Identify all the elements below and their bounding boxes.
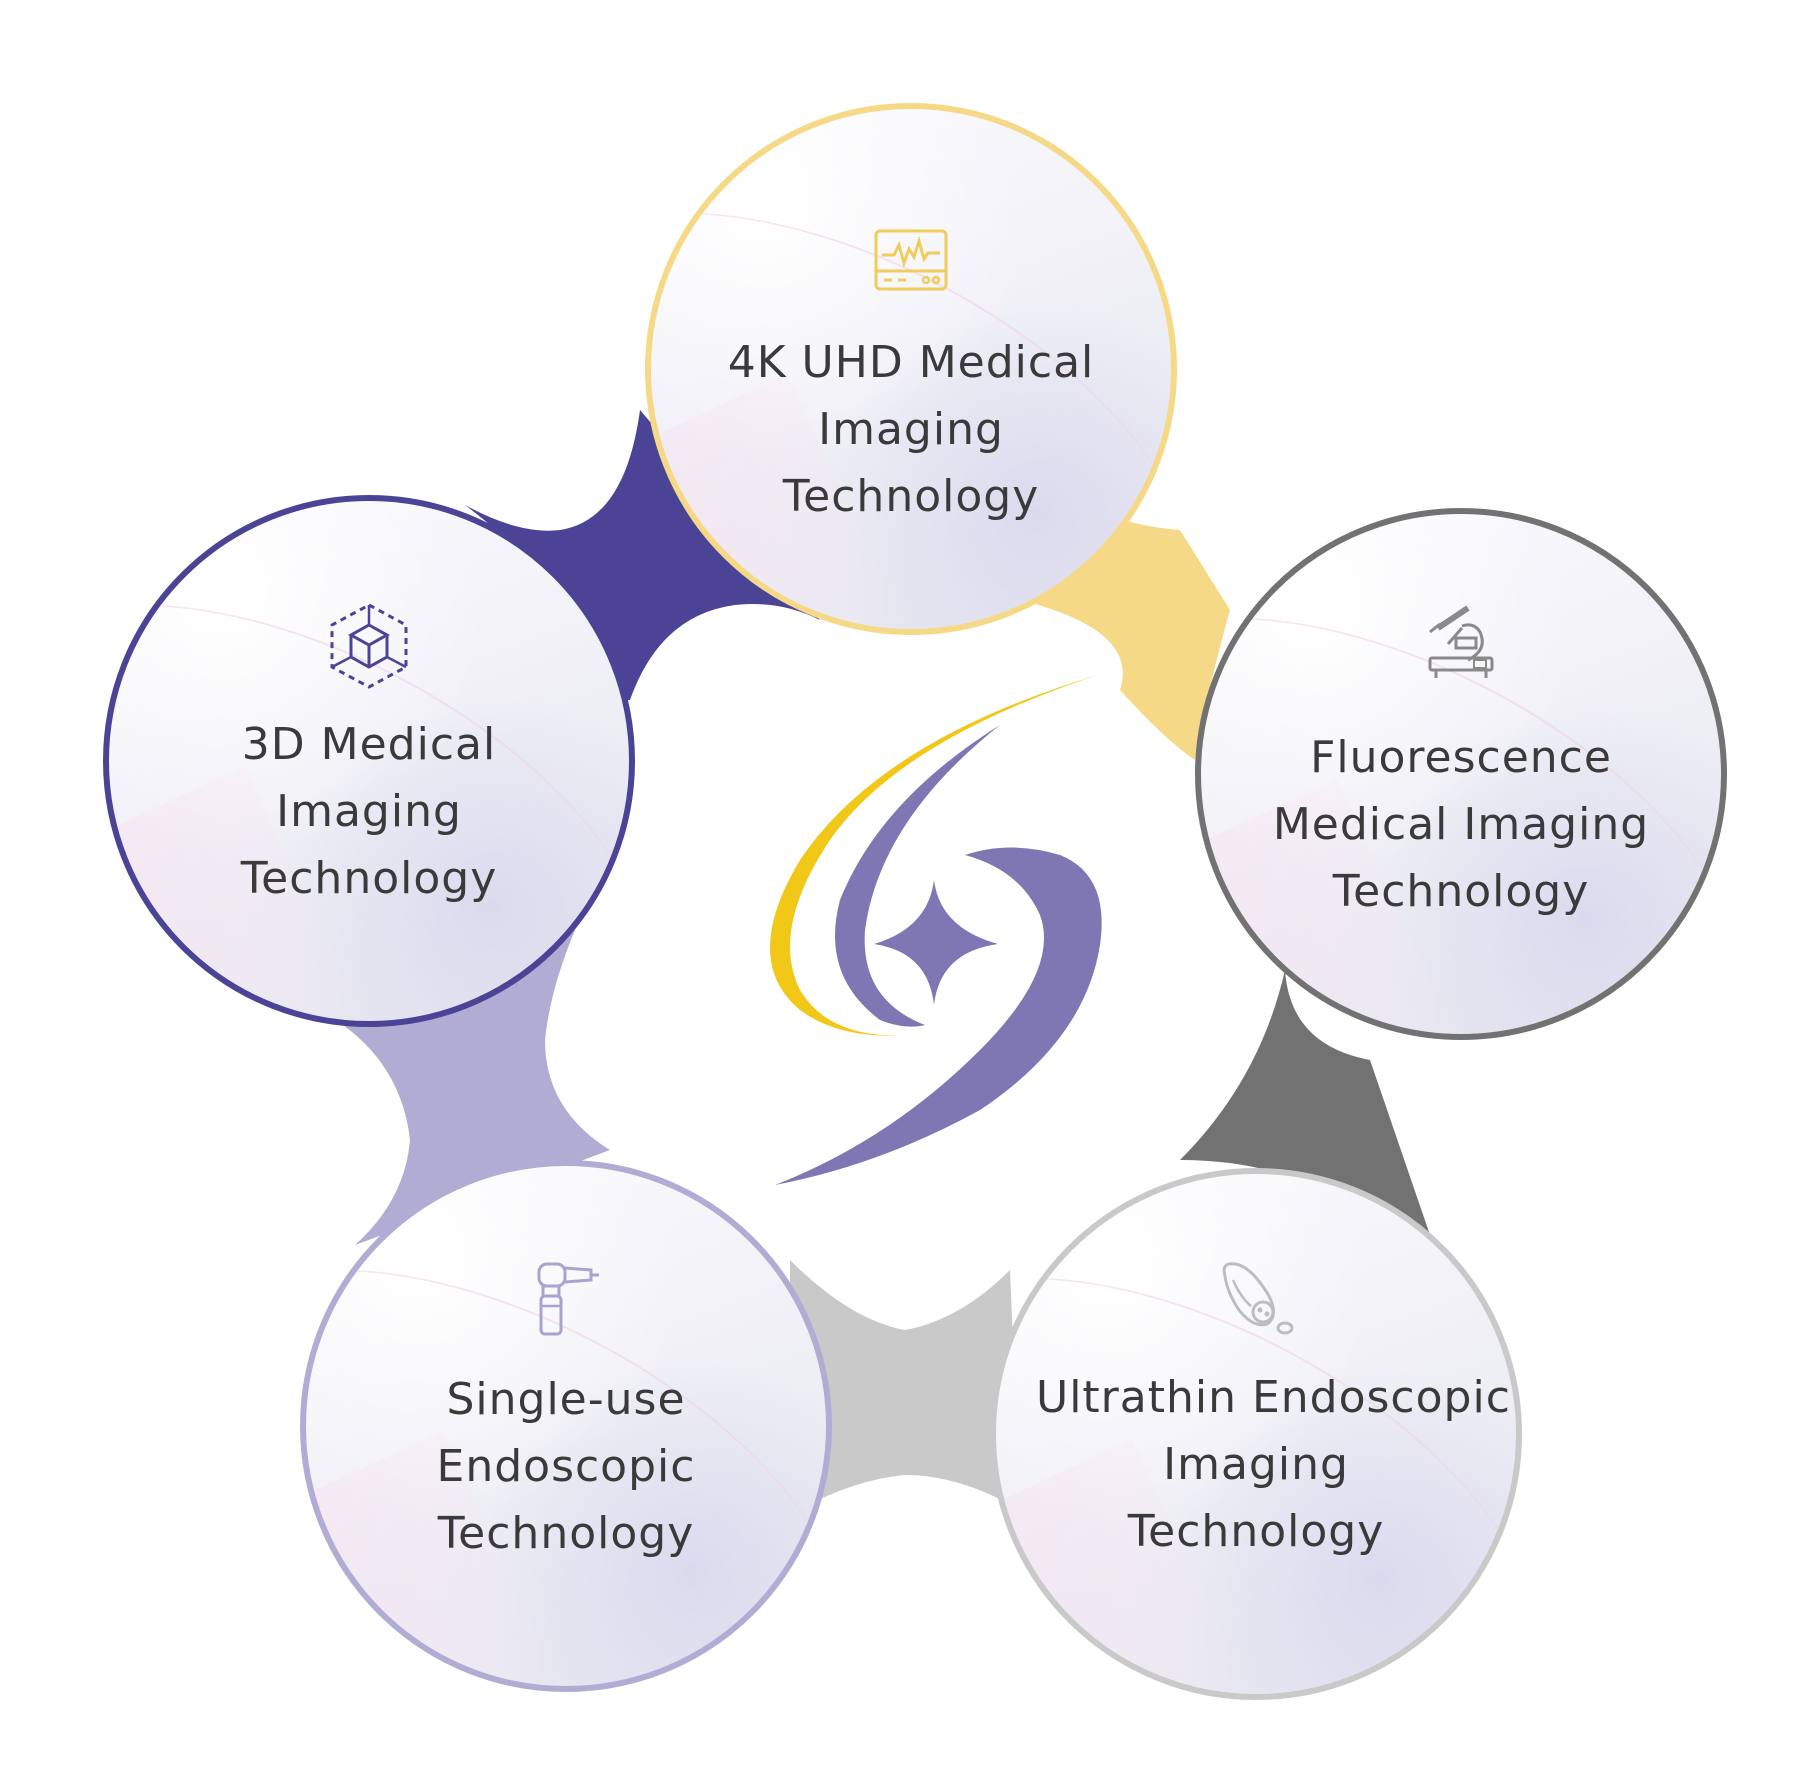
- company-logo: [770, 675, 1102, 1185]
- label-line: 4K UHD Medical: [727, 337, 1095, 388]
- cube-3d-icon: [330, 603, 408, 689]
- logo-purple-swoosh: [775, 847, 1102, 1185]
- node-label: Ultrathin Endoscopic Imaging Technology: [1036, 1364, 1511, 1565]
- label-line: Technology: [437, 1508, 695, 1559]
- connector-left-top: [465, 410, 820, 700]
- capsule-cell-icon: [1222, 1262, 1294, 1335]
- label-line: Imaging: [1163, 1439, 1349, 1490]
- node-label: Single-use Endoscopic Technology: [346, 1366, 786, 1567]
- label-line: Technology: [782, 471, 1040, 522]
- label-line: Ultrathin Endoscopic: [1036, 1372, 1511, 1423]
- label-line: Endoscopic: [436, 1441, 696, 1492]
- node-3d-medical: 3D Medical Imaging Technology: [103, 495, 635, 1027]
- label-line: Technology: [1127, 1506, 1385, 1557]
- label-line: 3D Medical: [241, 719, 497, 770]
- logo-star: [874, 880, 998, 1005]
- node-label: 4K UHD Medical Imaging Technology: [691, 329, 1131, 530]
- label-line: Technology: [1332, 866, 1590, 917]
- label-line: Single-use: [446, 1374, 686, 1425]
- label-line: Imaging: [818, 404, 1004, 455]
- node-label: Fluorescence Medical Imaging Technology: [1241, 724, 1681, 925]
- otoscope-icon: [537, 1262, 599, 1336]
- node-single-use-endoscopic: Single-use Endoscopic Technology: [300, 1160, 832, 1692]
- label-line: Fluorescence: [1310, 732, 1612, 783]
- logo-purple-crescent: [835, 725, 1000, 1027]
- label-line: Technology: [240, 853, 498, 904]
- node-fluorescence: Fluorescence Medical Imaging Technology: [1195, 508, 1727, 1040]
- node-4k-uhd: 4K UHD Medical Imaging Technology: [645, 103, 1177, 635]
- label-line: Imaging: [276, 786, 462, 837]
- connector-bottomright-bottomleft: [790, 1260, 1020, 1515]
- logo-yellow-swoosh: [770, 675, 1098, 1036]
- node-ultrathin-endoscopic: Ultrathin Endoscopic Imaging Technology: [990, 1168, 1522, 1700]
- connector-right-bottomright: [1180, 970, 1430, 1235]
- node-label: 3D Medical Imaging Technology: [149, 711, 589, 912]
- label-line: Medical Imaging: [1272, 799, 1650, 850]
- microscope-icon: [1428, 605, 1494, 678]
- monitor-waveform-icon: [874, 229, 948, 291]
